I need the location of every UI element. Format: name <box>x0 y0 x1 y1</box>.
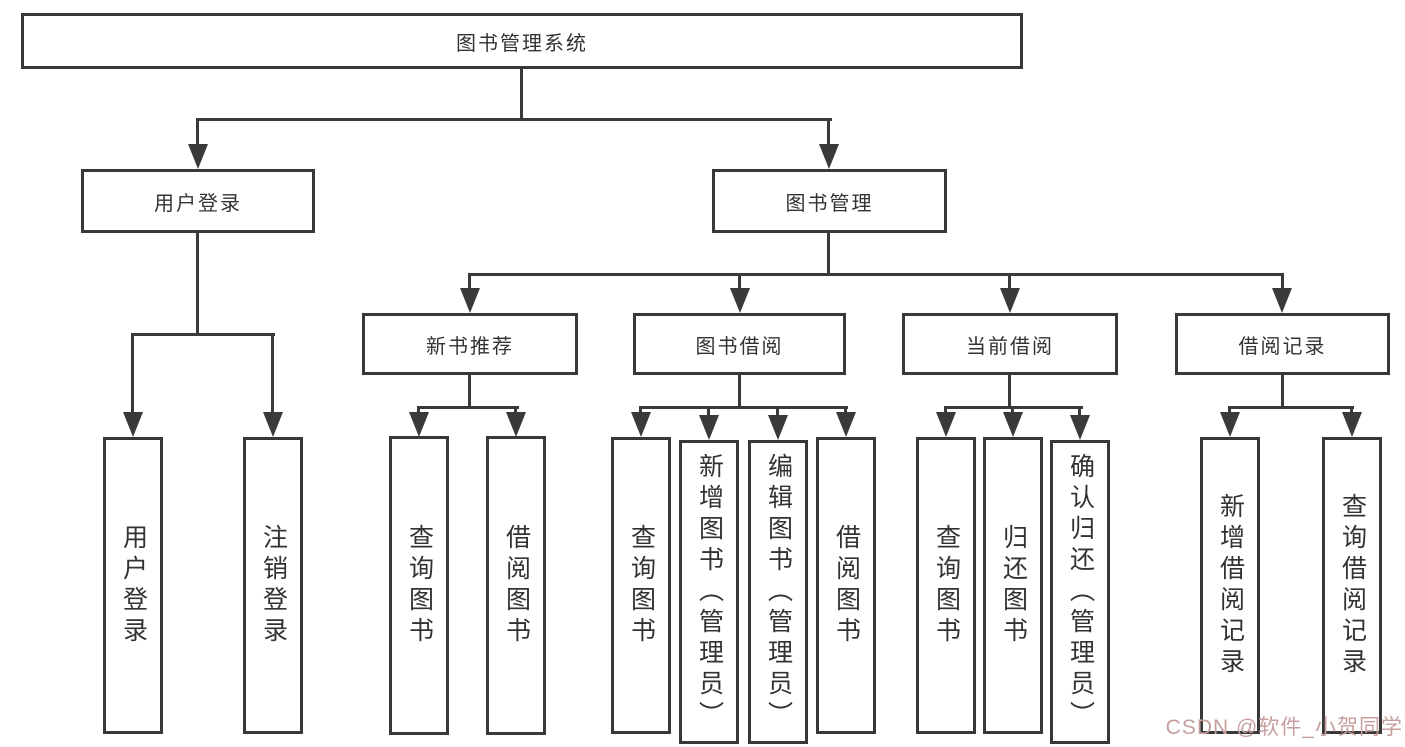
node-current-borrow: 当前借阅 <box>902 313 1118 375</box>
connector-line <box>417 406 519 409</box>
connector-line <box>520 69 523 121</box>
leaf-borrow-books: 借阅图书 <box>486 436 546 735</box>
leaf-return-books: 归还图书 <box>983 437 1043 734</box>
node-borrow-record: 借阅记录 <box>1175 313 1390 375</box>
connector-line <box>1281 375 1284 409</box>
connector-line <box>1281 273 1284 291</box>
connector-line <box>944 406 947 415</box>
arrow-down-icon <box>123 412 143 437</box>
arrow-down-icon <box>409 412 429 437</box>
connector-line <box>468 273 471 291</box>
arrow-down-icon <box>730 288 750 313</box>
connector-line <box>707 406 710 418</box>
arrow-down-icon <box>263 412 283 437</box>
arrow-down-icon <box>1070 415 1090 440</box>
leaf-borrow-books: 借阅图书 <box>816 437 876 734</box>
connector-line <box>1008 273 1011 291</box>
arrow-down-icon <box>1220 412 1240 437</box>
arrow-down-icon <box>1342 412 1362 437</box>
leaf-edit-books-admin: 编辑图书（管理员） <box>748 440 808 744</box>
arrow-down-icon <box>506 412 526 437</box>
connector-line <box>1350 406 1353 415</box>
arrow-down-icon <box>1272 288 1292 313</box>
node-book-borrow: 图书借阅 <box>633 313 846 375</box>
connector-line <box>738 273 741 291</box>
node-user-login: 用户登录 <box>81 169 315 233</box>
leaf-query-books: 查询图书 <box>389 436 449 735</box>
connector-line <box>131 333 134 414</box>
connector-line <box>1228 406 1354 409</box>
arrow-down-icon <box>699 415 719 440</box>
arrow-down-icon <box>1000 288 1020 313</box>
connector-line <box>196 118 199 146</box>
connector-line <box>196 118 832 121</box>
arrow-down-icon <box>631 412 651 437</box>
leaf-query-books: 查询图书 <box>611 437 671 734</box>
leaf-query-borrow-record: 查询借阅记录 <box>1322 437 1382 734</box>
connector-line <box>1008 375 1011 409</box>
arrow-down-icon <box>819 144 839 169</box>
arrow-down-icon <box>768 415 788 440</box>
connector-line <box>1011 406 1014 415</box>
connector-line <box>844 406 847 415</box>
arrow-down-icon <box>1003 412 1023 437</box>
connector-line <box>468 375 471 409</box>
node-book-management: 图书管理 <box>712 169 947 233</box>
connector-line <box>514 406 517 415</box>
connector-line <box>131 333 275 336</box>
arrow-down-icon <box>836 412 856 437</box>
arrow-down-icon <box>936 412 956 437</box>
arrow-down-icon <box>460 288 480 313</box>
leaf-confirm-return-admin: 确认归还（管理员） <box>1050 440 1110 744</box>
connector-line <box>639 406 642 415</box>
arrow-down-icon <box>188 144 208 169</box>
connector-line <box>1228 406 1231 415</box>
connector-line <box>827 233 830 276</box>
connector-line <box>738 375 741 409</box>
leaf-add-borrow-record: 新增借阅记录 <box>1200 437 1260 734</box>
leaf-logout: 注销登录 <box>243 437 303 734</box>
connector-line <box>639 406 848 409</box>
connector-line <box>468 273 1284 276</box>
leaf-add-books-admin: 新增图书（管理员） <box>679 440 739 744</box>
csdn-watermark: CSDN @软件_小贺同学 <box>1165 716 1403 739</box>
leaf-query-books: 查询图书 <box>916 437 976 734</box>
connector-line <box>1078 406 1081 418</box>
leaf-user-login: 用户登录 <box>103 437 163 734</box>
connector-line <box>776 406 779 418</box>
connector-line <box>417 406 420 415</box>
connector-line <box>827 118 830 146</box>
node-root-library-system: 图书管理系统 <box>21 13 1023 69</box>
connector-line <box>196 233 199 336</box>
node-new-book-recommend: 新书推荐 <box>362 313 578 375</box>
connector-line <box>271 333 274 414</box>
